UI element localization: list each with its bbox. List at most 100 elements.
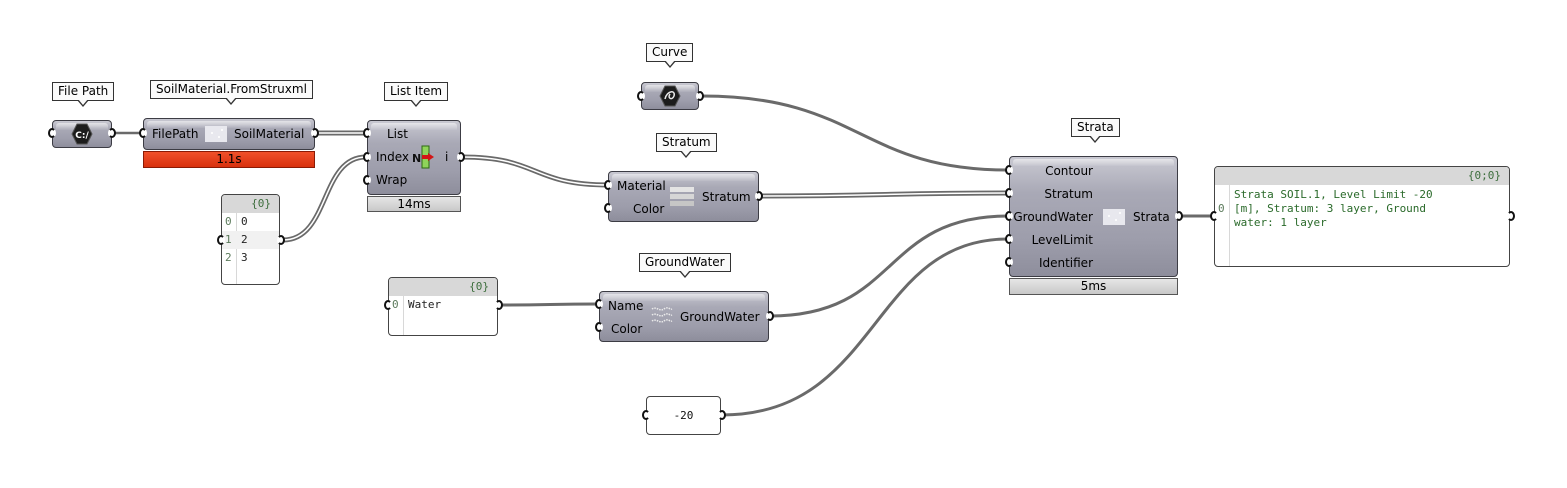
list-item-icon: N [412, 145, 434, 169]
file-path-output-grip[interactable] [108, 128, 116, 138]
curve-tag: Curve [646, 43, 694, 68]
wire-water-name[interactable] [498, 302, 599, 307]
water-panel-output-grip[interactable] [495, 300, 503, 310]
result-panel-input-grip[interactable] [1210, 211, 1218, 221]
list-item-icon-text: N [412, 152, 421, 165]
strata-timer: 5ms [1009, 278, 1178, 295]
water-panel-header: {0} [389, 278, 497, 296]
output-i-label: i [445, 150, 449, 164]
output-stratum-label: Stratum [702, 190, 751, 204]
list-item: 1 2 [222, 231, 279, 249]
list-item: 0 0 [222, 213, 279, 231]
index-panel-input-grip[interactable] [217, 235, 225, 245]
row-index: 2 [225, 251, 232, 264]
list-item-index-grip[interactable] [363, 152, 371, 162]
file-path-icon: C:/ [71, 123, 93, 145]
list-item-output-grip[interactable] [457, 152, 465, 162]
row-index: 0 [225, 215, 232, 228]
input-filepath-label: FilePath [152, 127, 199, 141]
wire-curve-contour[interactable] [701, 94, 1009, 172]
row-value: 0 [241, 215, 248, 228]
output-groundwater-label: GroundWater [680, 310, 760, 324]
row-index: 1 [225, 233, 232, 246]
curve-icon [659, 85, 681, 107]
groundwater-color-grip[interactable] [595, 322, 603, 332]
file-path-tag: File Path [52, 82, 115, 107]
strata-component[interactable]: Contour Stratum GroundWater LevelLimit I… [1009, 156, 1178, 277]
file-path-param[interactable]: C:/ [52, 120, 112, 148]
water-panel-input-grip[interactable] [384, 300, 392, 310]
input-groundwater-label: GroundWater [1013, 210, 1093, 224]
list-item-list-grip[interactable] [363, 128, 371, 138]
list-item-component[interactable]: List Index Wrap N i [367, 120, 461, 195]
input-index-label: Index [376, 150, 410, 164]
row-value: 2 [241, 233, 248, 246]
soil-material-output-grip[interactable] [311, 128, 319, 138]
index-panel-output-grip[interactable] [277, 235, 285, 245]
result-line-1: Strata SOIL.1, Level Limit -20 [1234, 188, 1433, 201]
input-levellimit-label: LevelLimit [1031, 233, 1093, 247]
result-panel[interactable]: {0;0} 0 Strata SOIL.1, Level Limit -20 [… [1214, 166, 1510, 267]
result-panel-body: 0 Strata SOIL.1, Level Limit -20 [m], St… [1215, 185, 1509, 245]
input-material-label: Material [617, 179, 666, 193]
row-value: 3 [241, 251, 248, 264]
strata-output-grip[interactable] [1175, 211, 1183, 221]
groundwater-output-grip[interactable] [766, 311, 774, 321]
result-line-2: [m], Stratum: 3 layer, Ground [1234, 202, 1427, 215]
input-name-label: Name [608, 299, 644, 313]
result-panel-header: {0;0} [1215, 167, 1509, 185]
soil-material-component[interactable]: FilePath SoilMaterial [143, 118, 315, 150]
strata-tag: Strata [1071, 118, 1120, 143]
list-item: 0 Water [389, 296, 497, 314]
input-color-label: Color [611, 322, 643, 336]
strata-levellimit-grip[interactable] [1005, 234, 1013, 244]
groundwater-icon [651, 307, 673, 323]
strata-stratum-grip[interactable] [1005, 188, 1013, 198]
input-wrap-label: Wrap [376, 173, 408, 187]
number-output-grip[interactable] [718, 410, 726, 420]
index-panel[interactable]: {0} 0 0 1 2 2 3 [221, 194, 280, 285]
result-panel-output-grip[interactable] [1507, 211, 1515, 221]
curve-param[interactable] [641, 82, 699, 110]
stratum-output-grip[interactable] [755, 191, 763, 201]
curve-output-grip[interactable] [696, 91, 704, 101]
stratum-component[interactable]: Material Color Stratum [608, 171, 759, 222]
stratum-tag: Stratum [656, 133, 717, 158]
struxml-icon [205, 126, 227, 142]
wire-stratum-stratum[interactable] [759, 190, 1009, 199]
input-color-label: Color [633, 202, 665, 216]
input-stratum-label: Stratum [1044, 187, 1093, 201]
number-input-grip[interactable] [642, 410, 650, 420]
stratum-material-grip[interactable] [604, 180, 612, 190]
row-index: 0 [1218, 202, 1225, 215]
soil-material-timer: 1.1s [143, 151, 315, 168]
strata-identifier-grip[interactable] [1005, 257, 1013, 267]
result-line-3: water: 1 layer [1234, 216, 1327, 229]
stratum-color-grip[interactable] [604, 203, 612, 213]
input-contour-label: Contour [1045, 164, 1093, 178]
number-panel[interactable]: -20 [646, 396, 721, 435]
groundwater-tag: GroundWater [639, 253, 731, 278]
water-panel[interactable]: {0} 0 Water [388, 277, 498, 336]
groundwater-component[interactable]: Name Color GroundWater [599, 291, 769, 342]
strata-groundwater-grip[interactable] [1005, 211, 1013, 221]
stratum-icon [670, 187, 694, 206]
file-path-icon-text: C:/ [75, 131, 89, 141]
wire-indexpanel-index[interactable] [282, 154, 367, 243]
wire-groundwater-groundwater[interactable] [769, 214, 1009, 318]
strata-contour-grip[interactable] [1005, 165, 1013, 175]
file-path-input-grip[interactable] [48, 128, 56, 138]
input-identifier-label: Identifier [1038, 256, 1093, 270]
groundwater-name-grip[interactable] [595, 299, 603, 309]
soil-material-tag: SoilMaterial.FromStruxml [150, 80, 313, 105]
output-soilmaterial-label: SoilMaterial [234, 127, 305, 141]
soil-material-filepath-grip[interactable] [139, 128, 147, 138]
list-item-tag: List Item [384, 82, 449, 107]
input-list-label: List [387, 127, 408, 141]
wire-listitem-material[interactable] [461, 154, 610, 188]
row-index: 0 [392, 298, 399, 311]
list-item-wrap-grip[interactable] [363, 175, 371, 185]
row-value: Water [408, 298, 442, 311]
curve-input-grip[interactable] [637, 91, 645, 101]
